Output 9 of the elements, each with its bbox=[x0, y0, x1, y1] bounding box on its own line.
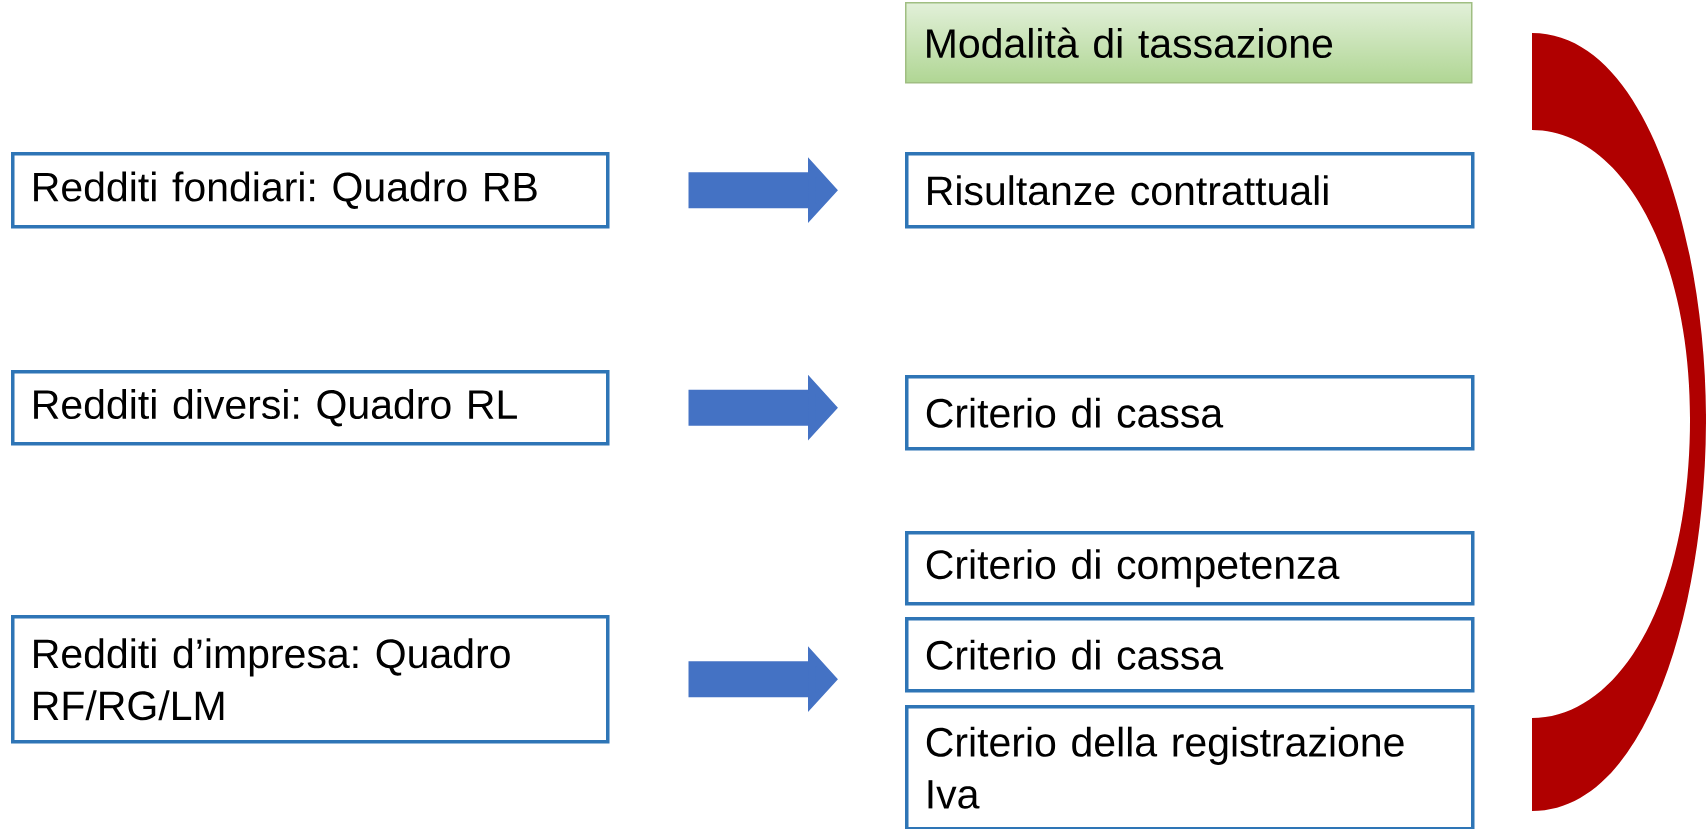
text-box: Redditi d’impresa: Quadro RF/RG/LM bbox=[11, 615, 610, 744]
text-box: Risultanze contrattuali bbox=[905, 152, 1475, 229]
text-box: Redditi diversi: Quadro RL bbox=[11, 370, 610, 446]
heading-box: Modalità di tassazione bbox=[905, 2, 1473, 84]
text-box: Redditi fondiari: Quadro RB bbox=[11, 152, 610, 229]
text-box: Criterio di cassa bbox=[905, 617, 1475, 693]
text-box: Criterio di competenza bbox=[905, 531, 1475, 606]
text-box: Criterio della registrazione Iva bbox=[905, 705, 1475, 829]
text-box: Criterio di cassa bbox=[905, 375, 1475, 451]
